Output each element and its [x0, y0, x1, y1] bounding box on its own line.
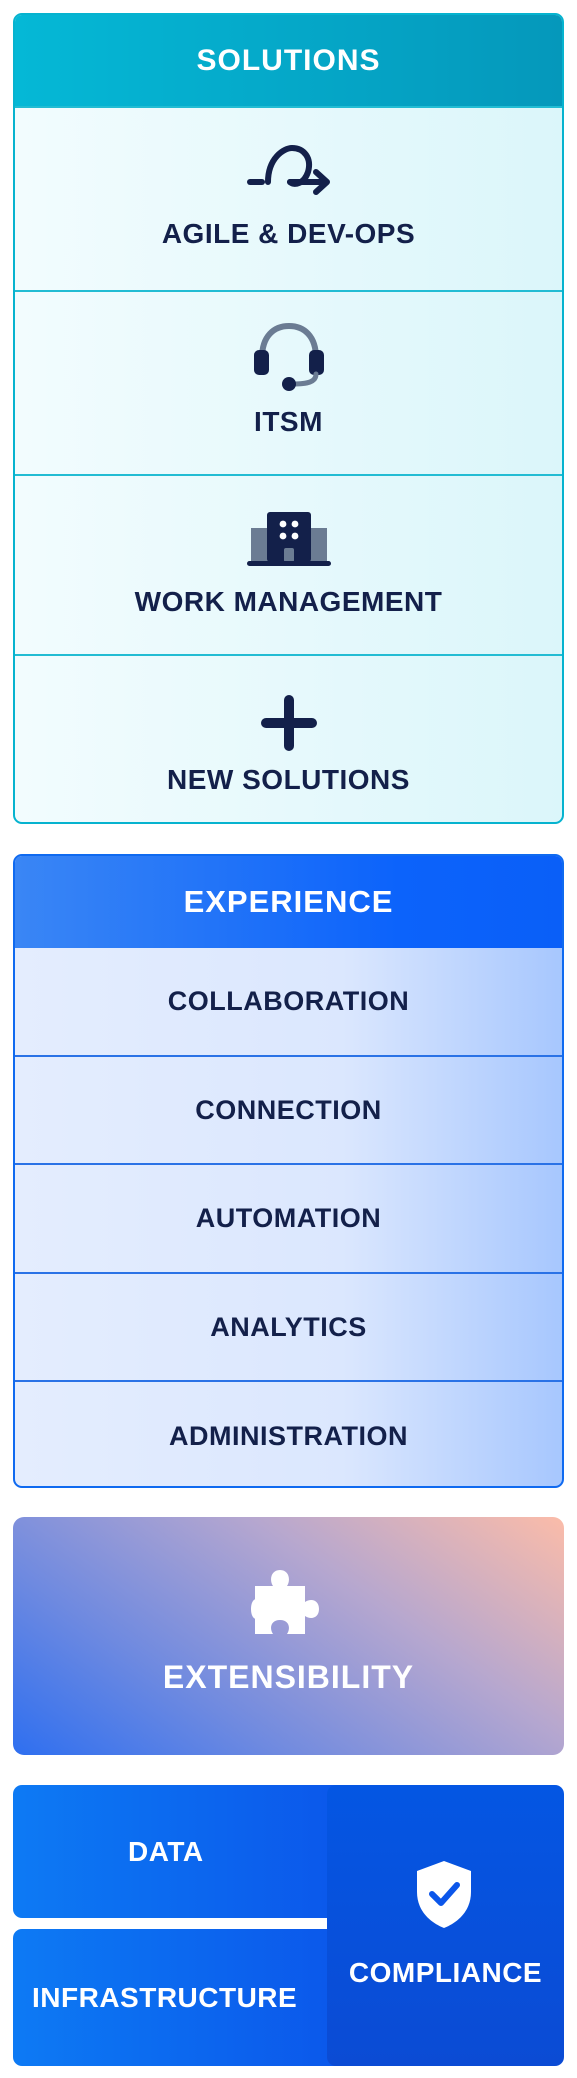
experience-item-automation[interactable]: AUTOMATION: [15, 1163, 562, 1272]
experience-item-analytics[interactable]: ANALYTICS: [15, 1272, 562, 1380]
solution-label: NEW SOLUTIONS: [167, 764, 410, 795]
solution-item-agile-devops[interactable]: AGILE & DEV-OPS: [15, 106, 562, 290]
extensibility-label: EXTENSIBILITY: [162, 1659, 415, 1695]
experience-header: EXPERIENCE: [15, 856, 562, 948]
experience-panel: EXPERIENCE COLLABORATION CONNECTION AUTO…: [13, 854, 564, 1488]
shield-check-icon: [417, 1861, 471, 1928]
headset-icon: [253, 322, 324, 391]
solution-item-itsm[interactable]: ITSM: [15, 290, 562, 474]
loop-arrow-icon: [246, 144, 330, 195]
solution-label: ITSM: [254, 406, 323, 437]
experience-item-connection[interactable]: CONNECTION: [15, 1055, 562, 1163]
extensibility-panel[interactable]: EXTENSIBILITY: [13, 1517, 564, 1755]
infrastructure-label: INFRASTRUCTURE: [32, 1981, 298, 2013]
solution-label: AGILE & DEV-OPS: [161, 218, 416, 249]
compliance-box[interactable]: COMPLIANCE: [327, 1785, 564, 2066]
data-label: DATA: [128, 1835, 204, 1867]
solution-label: WORK MANAGEMENT: [134, 586, 443, 617]
solution-item-work-management[interactable]: WORK MANAGEMENT: [15, 474, 562, 654]
solutions-panel: SOLUTIONS AGILE & DEV-OPS ITSM: [13, 13, 564, 824]
solution-item-new-solutions[interactable]: NEW SOLUTIONS: [15, 654, 562, 822]
experience-item-collaboration[interactable]: COLLABORATION: [167, 986, 410, 1016]
office-building-icon: [246, 512, 331, 566]
puzzle-piece-icon: [251, 1570, 319, 1634]
experience-item-administration[interactable]: ADMINISTRATION: [15, 1380, 562, 1486]
infrastructure-box[interactable]: INFRASTRUCTURE: [13, 1929, 353, 2066]
compliance-label: COMPLIANCE: [348, 1957, 543, 1988]
data-box[interactable]: DATA: [13, 1785, 353, 1918]
solutions-header: SOLUTIONS: [15, 15, 562, 106]
plus-icon: [260, 695, 317, 751]
